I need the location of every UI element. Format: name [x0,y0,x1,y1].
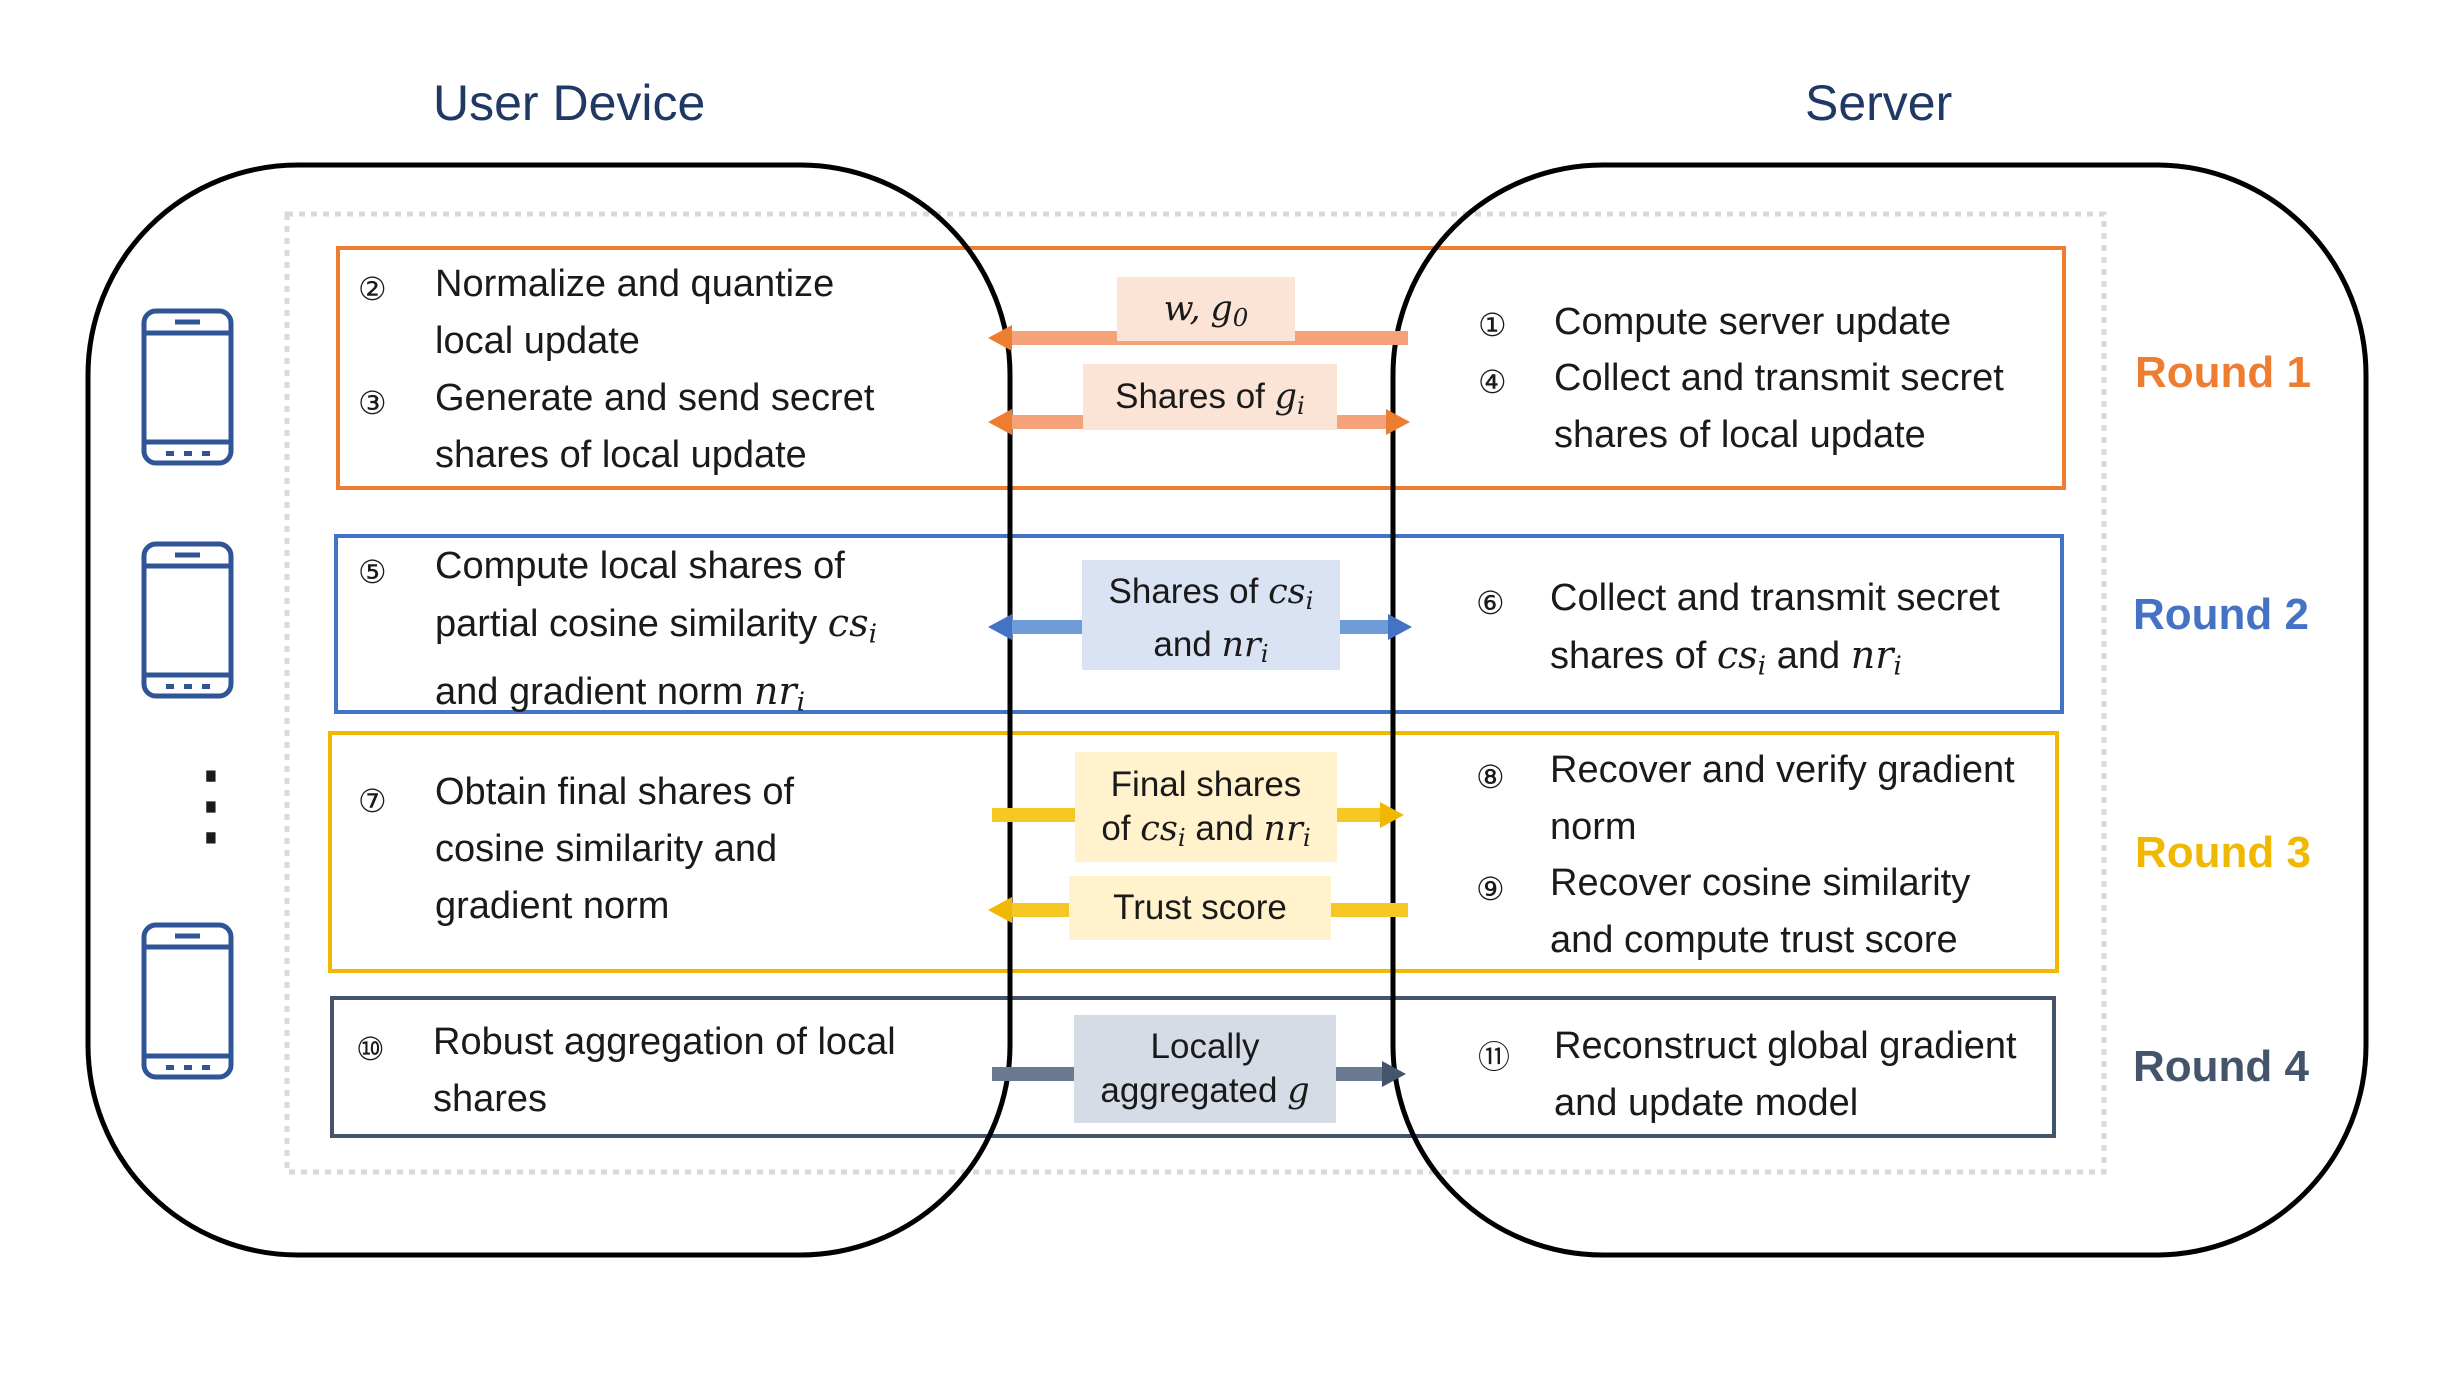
arrow-label-final-shares: Final shares of csi and nri [1101,765,1311,853]
label-bg [1074,1015,1336,1123]
server-container [1390,162,2369,1258]
server-title: Server [1805,75,1953,131]
round-3-label: Round 3 [2135,828,2311,877]
arrow-label-model-params: w, g0 [1163,289,1249,333]
step-6-text: Collect and transmit secret shares of cs… [1550,577,2000,682]
label-bg [1075,752,1337,862]
arrow-label-shares-cs-nr: Shares of csi and nri [1108,572,1314,669]
arrow-label-aggregated: Locally aggregated g [1100,1027,1310,1111]
arrow-head-left-icon [988,897,1012,923]
step-number: ⑧ [1476,759,1505,795]
arrow-head-left-icon [988,614,1012,640]
more-devices-ellipsis: ⋮ [166,755,256,855]
phone-icon [141,308,234,466]
arrow-head-left-icon [988,409,1012,435]
round-4-label: Round 4 [2133,1042,2309,1091]
dotted-region [284,211,2107,1175]
round-4-box [330,996,2056,1138]
step-number: ⑤ [358,554,387,590]
arrow-head-left-icon [988,325,1012,351]
label-bg [1082,560,1340,670]
step-number: ⑪ [1478,1039,1511,1075]
round-1-label: Round 1 [2135,348,2311,397]
phone-icon [141,922,234,1080]
step-1-text: Compute server update [1554,301,1952,343]
arrow-head-right-icon [1386,409,1410,435]
arrow-label-trust-score: Trust score [1113,888,1287,927]
round-2-label: Round 2 [2133,590,2309,639]
label-bg [1069,876,1331,940]
step-5-text: Compute local shares of partial cosine s… [435,545,878,718]
step-number: ② [358,271,387,307]
step-number: ⑩ [356,1031,385,1067]
arrow-label-shares-gi: Shares of gi [1115,377,1305,421]
user-device-container [85,162,1013,1258]
user-device-title: User Device [433,75,706,131]
label-bg [1083,364,1337,430]
round-3-box [328,731,2059,973]
step-number: ⑥ [1476,585,1505,621]
label-bg [1117,277,1295,341]
arrow-head-right-icon [1380,802,1404,828]
step-number: ① [1478,307,1507,343]
step-number: ⑨ [1476,871,1505,907]
step-number: ④ [1478,364,1507,400]
round-1-box [336,246,2066,490]
round-2-box [334,534,2064,714]
arrow-head-right-icon [1388,614,1412,640]
phone-icon [141,541,234,699]
step-number: ③ [358,385,387,421]
step-number: ⑦ [358,783,387,819]
arrow-head-right-icon [1382,1061,1406,1087]
